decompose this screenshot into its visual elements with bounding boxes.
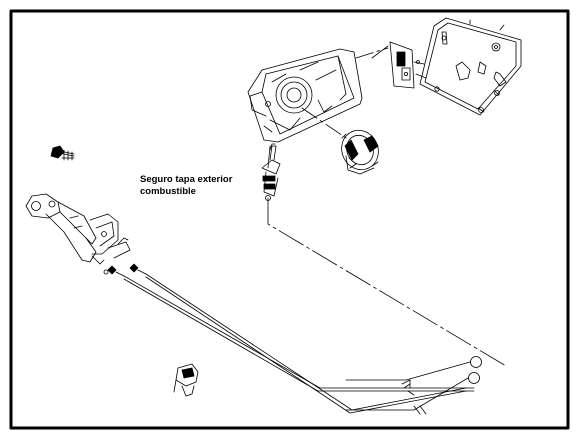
filler-pocket-housing: [247, 48, 363, 143]
fuel-filler-door: [419, 17, 522, 116]
hinge-bracket: [371, 41, 427, 89]
lock-actuator: [261, 143, 281, 201]
assembly-leader: [301, 47, 389, 139]
outer-border: [9, 9, 570, 430]
lock-callout-label: Seguro tapa exterior combustible: [140, 174, 232, 198]
release-lever: [25, 193, 131, 275]
lock-callout-line2: combustible: [140, 186, 196, 197]
lock-callout-line1: Seguro tapa exterior: [140, 174, 233, 185]
fuel-cap: [341, 129, 379, 175]
leader-lines: [267, 145, 507, 367]
cable-ends: [107, 263, 147, 277]
clip-fastener: [173, 363, 199, 397]
release-cables: [123, 273, 482, 415]
bolt: [50, 145, 75, 161]
